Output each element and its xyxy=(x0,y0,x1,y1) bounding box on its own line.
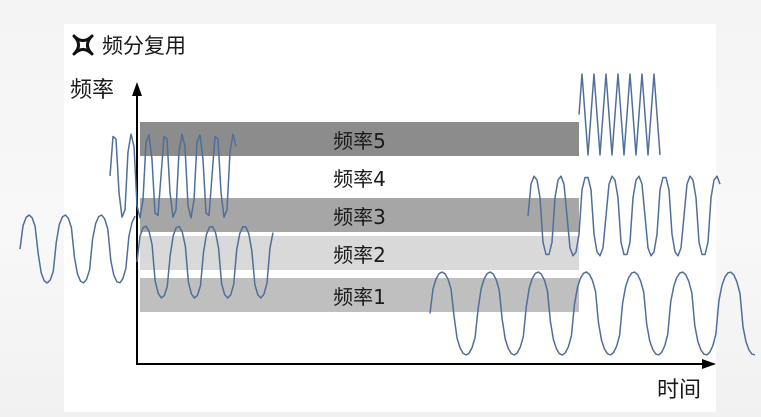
wave-inner-high xyxy=(109,133,237,219)
band-frequency-1: 频率1 xyxy=(140,278,579,312)
y-axis-label: 频率 xyxy=(70,78,115,103)
band-label: 频率1 xyxy=(333,284,386,309)
wave-left-low xyxy=(19,214,136,284)
y-axis-arrow xyxy=(132,82,142,96)
band-frequency-5: 频率5 xyxy=(140,122,579,156)
band-label: 频率3 xyxy=(333,204,386,229)
band-label: 频率4 xyxy=(333,166,386,191)
wave-right-mid xyxy=(527,175,721,257)
x-axis-arrow xyxy=(702,359,716,369)
band-frequency-2: 频率2 xyxy=(140,236,579,270)
band-frequency-3: 频率3 xyxy=(140,198,579,232)
slide-title-text: 频分复用 xyxy=(102,34,186,58)
slide-title: 频分复用 xyxy=(72,28,186,62)
band-label: 频率5 xyxy=(333,128,386,153)
wave-right-top xyxy=(578,73,661,156)
band-label: 频率2 xyxy=(333,242,386,267)
wave-inner-low xyxy=(136,225,274,299)
axes xyxy=(132,82,716,369)
wave-right-low xyxy=(429,271,756,356)
signal-waveforms xyxy=(19,73,756,356)
x-axis-label: 时间 xyxy=(657,378,702,403)
quad-curve-icon xyxy=(72,34,94,56)
